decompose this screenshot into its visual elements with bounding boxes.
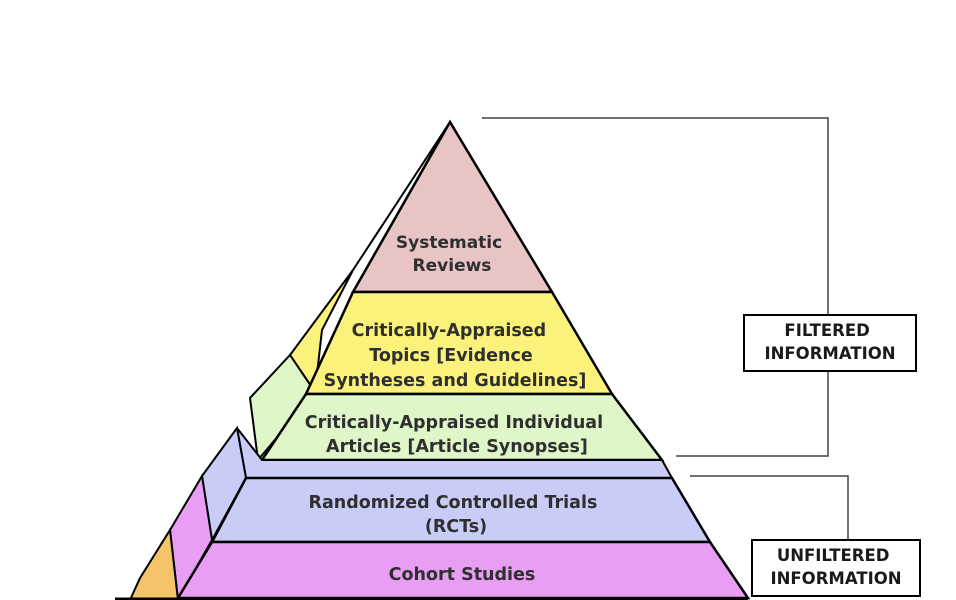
label-critically-appraised-topics: Critically-Appraised Topics [Evidence Sy…	[324, 321, 587, 391]
filtered-bracket-line	[482, 117, 829, 457]
unfiltered-bracket: UNFILTERED INFORMATION	[690, 475, 921, 597]
unfiltered-info-label: UNFILTERED INFORMATION	[770, 546, 901, 588]
unfiltered-bracket-line	[690, 475, 849, 540]
side-face-cohort	[168, 473, 214, 600]
unfiltered-info-box	[751, 539, 921, 597]
pyramid-depth-edge	[352, 121, 451, 271]
label-systematic-reviews: Systematic Reviews	[396, 233, 508, 276]
filtered-info-label: FILTERED INFORMATION	[764, 321, 895, 363]
label-rcts: Randomized Controlled Trials (RCTs)	[309, 493, 604, 537]
filtered-bracket: FILTERED INFORMATION	[482, 117, 917, 457]
side-face-bottom	[128, 527, 180, 600]
label-critically-appraised-articles: Critically-Appraised Individual Articles…	[305, 413, 609, 457]
unfiltered-pyramid	[115, 425, 751, 600]
filtered-info-box	[743, 314, 917, 372]
label-cohort-studies: Cohort Studies	[389, 565, 536, 585]
level-labels: Systematic Reviews Critically-Appraised …	[305, 233, 609, 585]
filtered-pyramid	[248, 119, 665, 463]
